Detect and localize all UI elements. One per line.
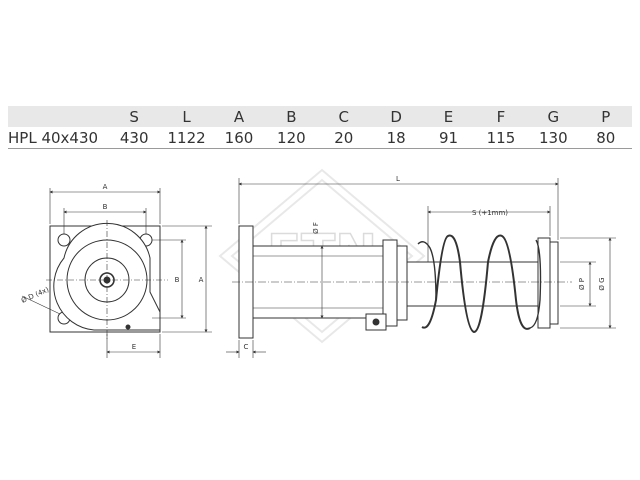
header-e: E	[422, 106, 475, 127]
cell-d: 18	[369, 127, 423, 149]
technical-drawing: ETN A B A B E Ø D (4x)	[20, 168, 616, 358]
cell-f: 115	[474, 127, 528, 149]
side-view-dims	[226, 178, 616, 358]
dim-label-a-top: A	[103, 183, 108, 191]
cell-e: 91	[422, 127, 475, 149]
header-f: F	[474, 106, 528, 127]
dim-label-f: Ø F	[312, 222, 320, 234]
dim-label-p: Ø P	[578, 278, 586, 290]
dim-label-b-side: B	[175, 276, 180, 284]
spring-coil	[417, 234, 542, 334]
dim-label-s: S (+1mm)	[472, 209, 508, 217]
cell-l: 1122	[160, 127, 213, 149]
spec-table: S L A B C D E F G P HPL 40x430 430 1122 …	[8, 106, 632, 149]
header-d: D	[369, 106, 423, 127]
header-l: L	[160, 106, 213, 127]
cell-b: 120	[265, 127, 318, 149]
table-row: HPL 40x430 430 1122 160 120 20 18 91 115…	[8, 127, 632, 149]
header-g: G	[527, 106, 580, 127]
cell-g: 130	[527, 127, 580, 149]
header-s: S	[108, 106, 161, 127]
header-p: P	[579, 106, 632, 127]
spec-table-header: S L A B C D E F G P	[8, 106, 632, 127]
cell-p: 80	[579, 127, 632, 149]
header-model	[8, 106, 108, 127]
cell-s: 430	[108, 127, 161, 149]
dim-label-b-top: B	[103, 203, 108, 211]
dim-label-l: L	[396, 175, 400, 183]
cell-a: 160	[212, 127, 266, 149]
header-c: C	[317, 106, 370, 127]
dim-label-d: Ø D (4x)	[20, 285, 50, 304]
cell-c: 20	[317, 127, 370, 149]
dim-label-g: Ø G	[598, 277, 606, 290]
front-view-dims	[21, 188, 212, 358]
front-view	[46, 220, 168, 340]
dim-label-a-side: A	[199, 276, 204, 284]
dim-label-c: C	[244, 343, 249, 351]
header-a: A	[212, 106, 266, 127]
header-b: B	[265, 106, 318, 127]
dim-label-e: E	[132, 343, 136, 351]
cell-model: HPL 40x430	[8, 127, 108, 149]
